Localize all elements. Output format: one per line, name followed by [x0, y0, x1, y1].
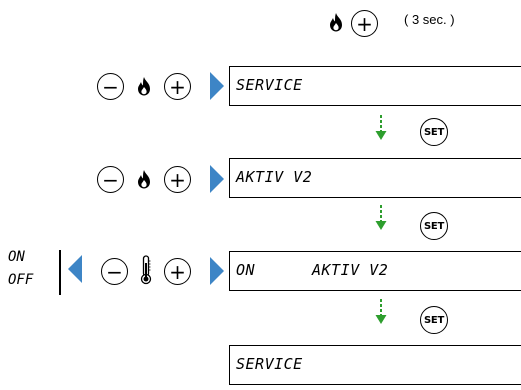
plus-button[interactable]: +: [164, 258, 191, 285]
hold-duration-text: ( 3 sec. ): [404, 12, 455, 27]
plus-button[interactable]: +: [164, 73, 191, 100]
display-text: AKTIV V2: [236, 168, 313, 186]
display-screen: ON AKTIV V2: [229, 251, 521, 291]
toggle-on-label: ON: [8, 249, 25, 265]
blue-arrow-left-icon: [68, 255, 82, 283]
display-screen: SERVICE: [229, 345, 521, 385]
display-state-text: ON: [236, 261, 256, 279]
set-label: SET: [424, 126, 444, 138]
flame-icon: [136, 76, 152, 96]
plus-button[interactable]: +: [351, 10, 378, 37]
flame-icon: [136, 169, 152, 189]
blue-arrow-right-icon: [210, 72, 224, 100]
plus-label: +: [356, 11, 373, 36]
set-button[interactable]: SET: [420, 306, 448, 334]
blue-arrow-right-icon: [210, 165, 224, 193]
display-text: AKTIV V2: [312, 261, 389, 279]
plus-label: +: [169, 259, 186, 284]
flame-icon: [328, 12, 344, 32]
minus-button[interactable]: −: [97, 166, 124, 193]
minus-label: −: [102, 74, 119, 99]
toggle-divider: [59, 250, 61, 295]
set-label: SET: [424, 314, 444, 326]
display-text: SERVICE: [236, 355, 303, 373]
green-dashed-arrow-down-icon: [374, 299, 388, 325]
set-label: SET: [424, 220, 444, 232]
green-dashed-arrow-down-icon: [374, 205, 388, 231]
plus-label: +: [169, 167, 186, 192]
thermometer-icon: [140, 255, 152, 285]
display-screen: AKTIV V2: [229, 158, 521, 198]
display-text: SERVICE: [236, 76, 303, 94]
set-button[interactable]: SET: [420, 118, 448, 146]
minus-button[interactable]: −: [97, 73, 124, 100]
display-screen: SERVICE: [229, 66, 521, 106]
toggle-off-label: OFF: [8, 272, 34, 288]
blue-arrow-right-icon: [210, 257, 224, 285]
plus-label: +: [169, 74, 186, 99]
minus-label: −: [106, 259, 123, 284]
green-dashed-arrow-down-icon: [374, 115, 388, 141]
minus-label: −: [102, 167, 119, 192]
set-button[interactable]: SET: [420, 212, 448, 240]
minus-button[interactable]: −: [101, 258, 128, 285]
plus-button[interactable]: +: [164, 166, 191, 193]
